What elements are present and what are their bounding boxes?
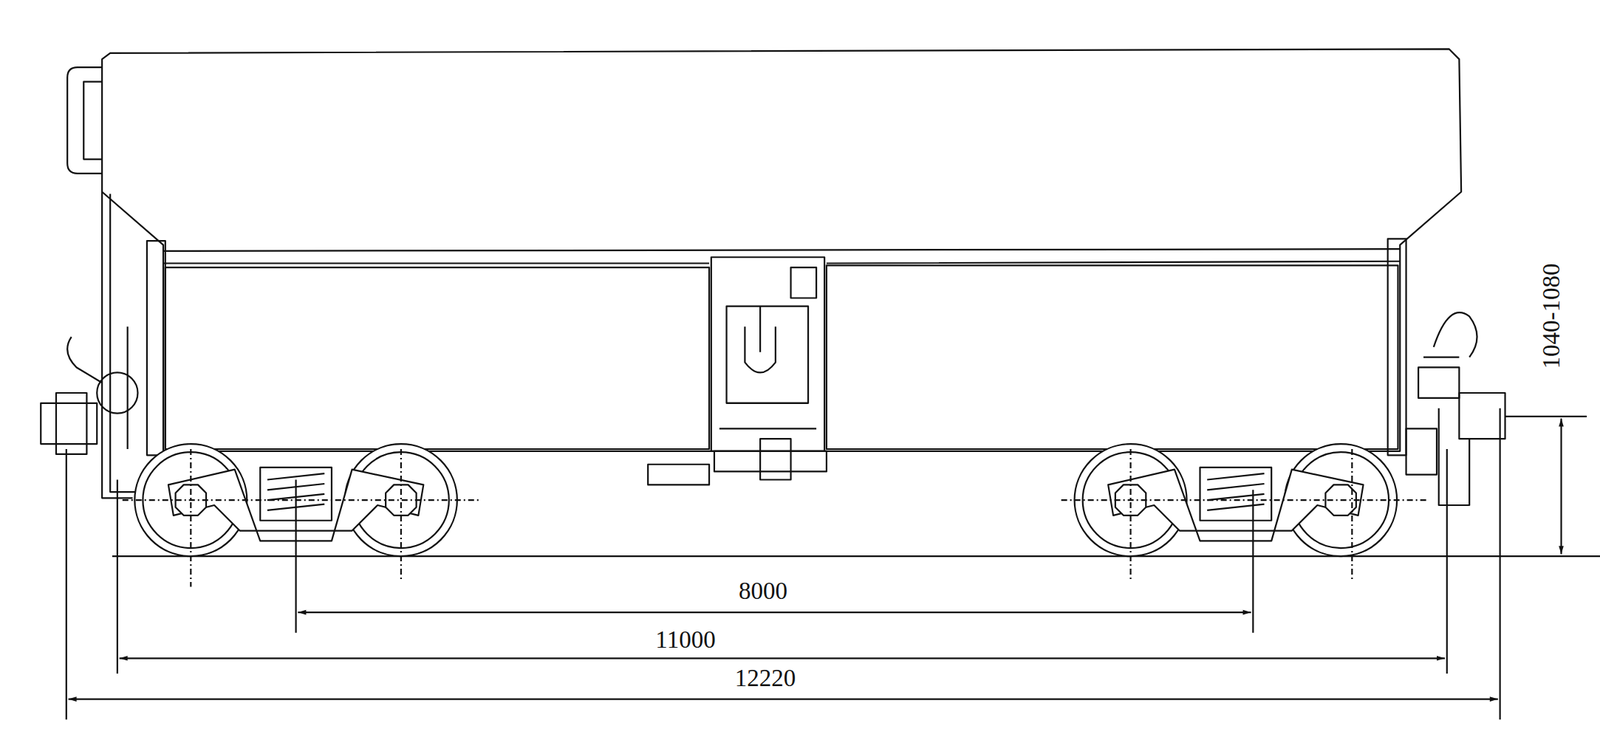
bogie-centre-dimension: 8000 (735, 578, 791, 605)
overall-length-dimension: 12220 (732, 665, 800, 692)
coupler-length-dimension: 11000 (652, 627, 719, 654)
height-dimension: 1040-1080 (1538, 260, 1565, 373)
